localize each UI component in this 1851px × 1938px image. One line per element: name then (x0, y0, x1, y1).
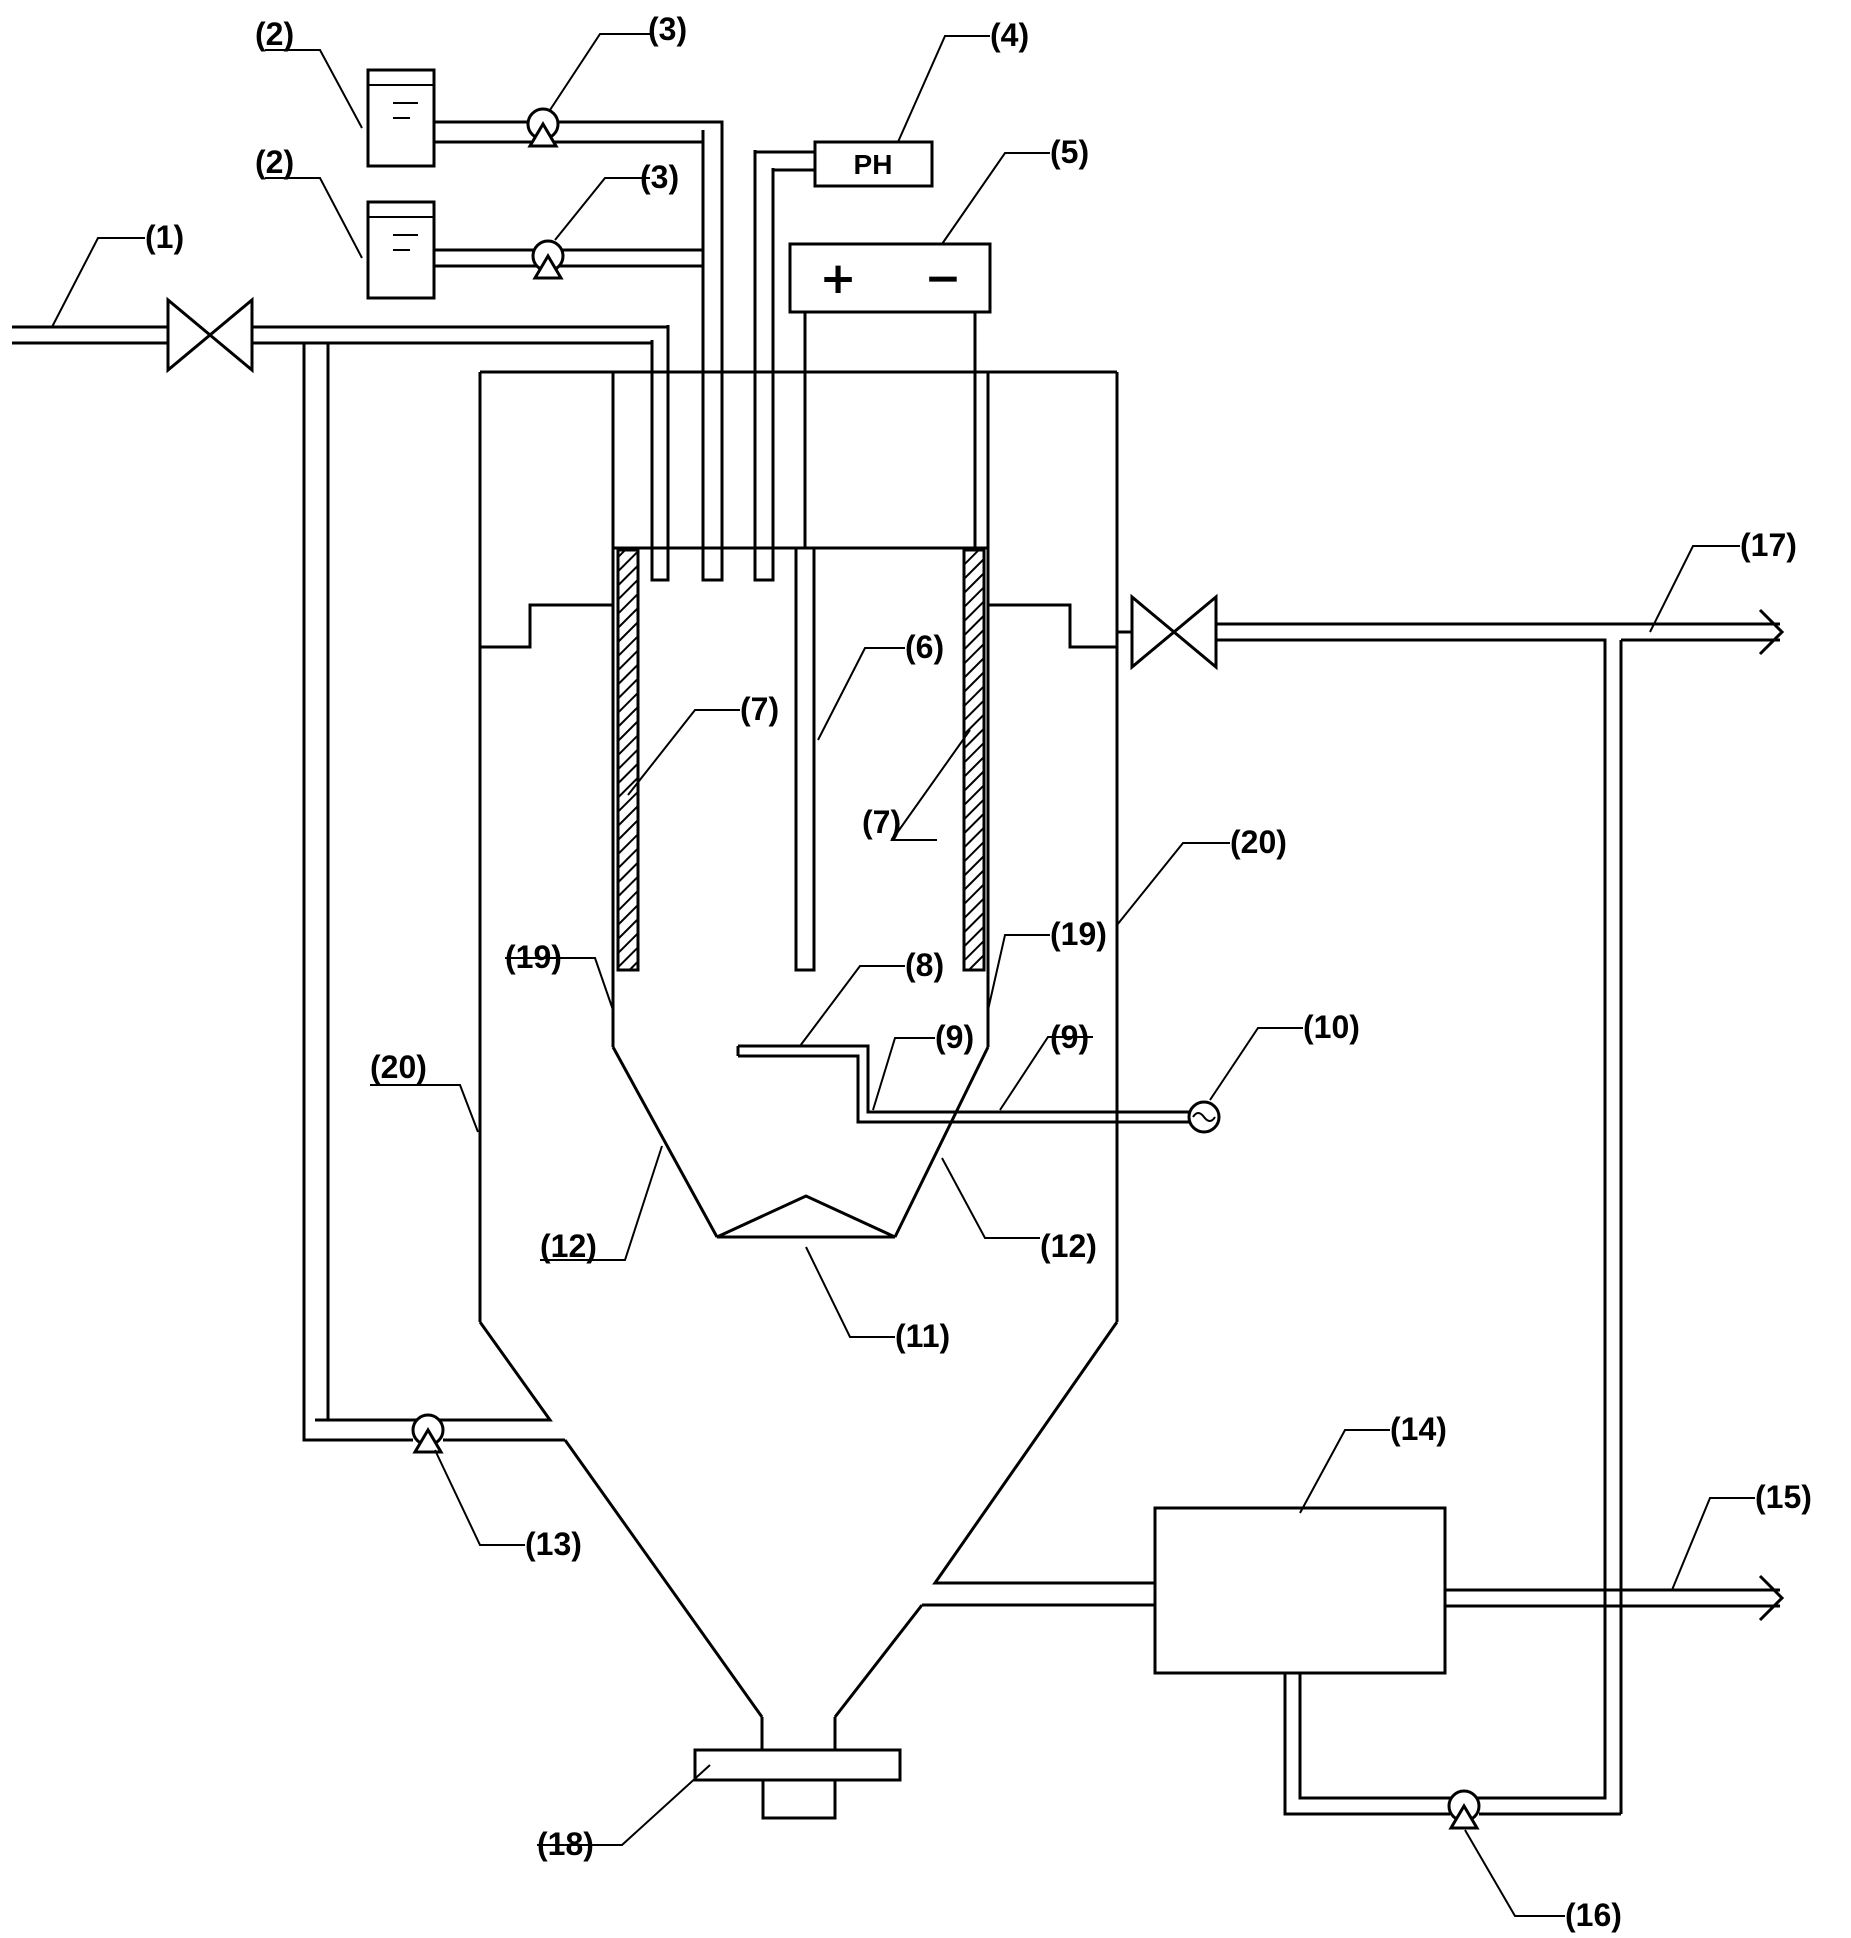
label-7-right: (7) (862, 804, 901, 840)
leader-lines (51, 33, 1755, 1917)
right-overflow-weir (988, 603, 1117, 649)
label-9-right: (9) (1050, 1019, 1089, 1055)
positive-terminal: + (820, 253, 857, 304)
label-15: (15) (1755, 1479, 1812, 1515)
dc-power-supply: + − (788, 242, 992, 314)
electrode-left (616, 548, 640, 972)
label-12-left: (12) (540, 1228, 597, 1264)
aeration-pipe (736, 1044, 1190, 1124)
label-11: (11) (895, 1318, 950, 1354)
dosing-tank-lower (366, 200, 436, 300)
ph-meter: PH (813, 140, 934, 188)
label-9-left: (9) (935, 1019, 974, 1055)
label-2-lower: (2) (255, 144, 294, 180)
label-2-upper: (2) (255, 16, 294, 52)
label-14: (14) (1390, 1411, 1447, 1447)
dosing-pump-lower (531, 239, 565, 280)
label-6: (6) (905, 629, 944, 665)
filter-unit (1153, 1506, 1447, 1675)
left-overflow-weir (480, 603, 613, 649)
air-blower (1187, 1100, 1221, 1134)
inlet-pipe (12, 325, 670, 560)
backwash-pump (1447, 1789, 1481, 1830)
label-20-left: (20) (370, 1049, 427, 1085)
label-4: (4) (990, 17, 1029, 53)
label-19-right: (19) (1050, 916, 1107, 952)
label-1: (1) (145, 219, 184, 255)
inlet-valve (166, 296, 254, 374)
recirculation-pump (411, 1413, 445, 1454)
electrode-right (962, 548, 986, 972)
label-3-lower: (3) (640, 159, 679, 195)
label-20-right: (20) (1230, 824, 1287, 860)
label-5: (5) (1050, 134, 1089, 170)
ph-probe-line (753, 150, 815, 560)
label-10: (10) (1303, 1009, 1360, 1045)
label-16: (16) (1565, 1897, 1622, 1933)
dosing-pump-upper (526, 107, 560, 148)
ph-meter-text: PH (854, 149, 893, 180)
recirculation-pipe (302, 343, 565, 1442)
negative-terminal: − (925, 253, 962, 304)
dosing-tank-upper (366, 68, 436, 168)
cone-deflector (716, 1194, 896, 1239)
label-8: (8) (905, 947, 944, 983)
sludge-outlet-flange (693, 1748, 902, 1820)
central-electrode (794, 546, 816, 972)
filter-connection (922, 1574, 1785, 1816)
outer-reactor-shell (315, 370, 1155, 1750)
labels: (1) (2) (2) (3) (3) (4) (5) (6) (7) (7) … (145, 11, 1812, 1933)
label-18: (18) (537, 1826, 594, 1862)
label-12-right: (12) (1040, 1228, 1097, 1264)
label-13: (13) (525, 1526, 582, 1562)
label-3-upper: (3) (648, 11, 687, 47)
label-7-left: (7) (740, 691, 779, 727)
label-19-left: (19) (505, 939, 562, 975)
effluent-valve (1130, 593, 1218, 671)
label-17: (17) (1740, 527, 1797, 563)
